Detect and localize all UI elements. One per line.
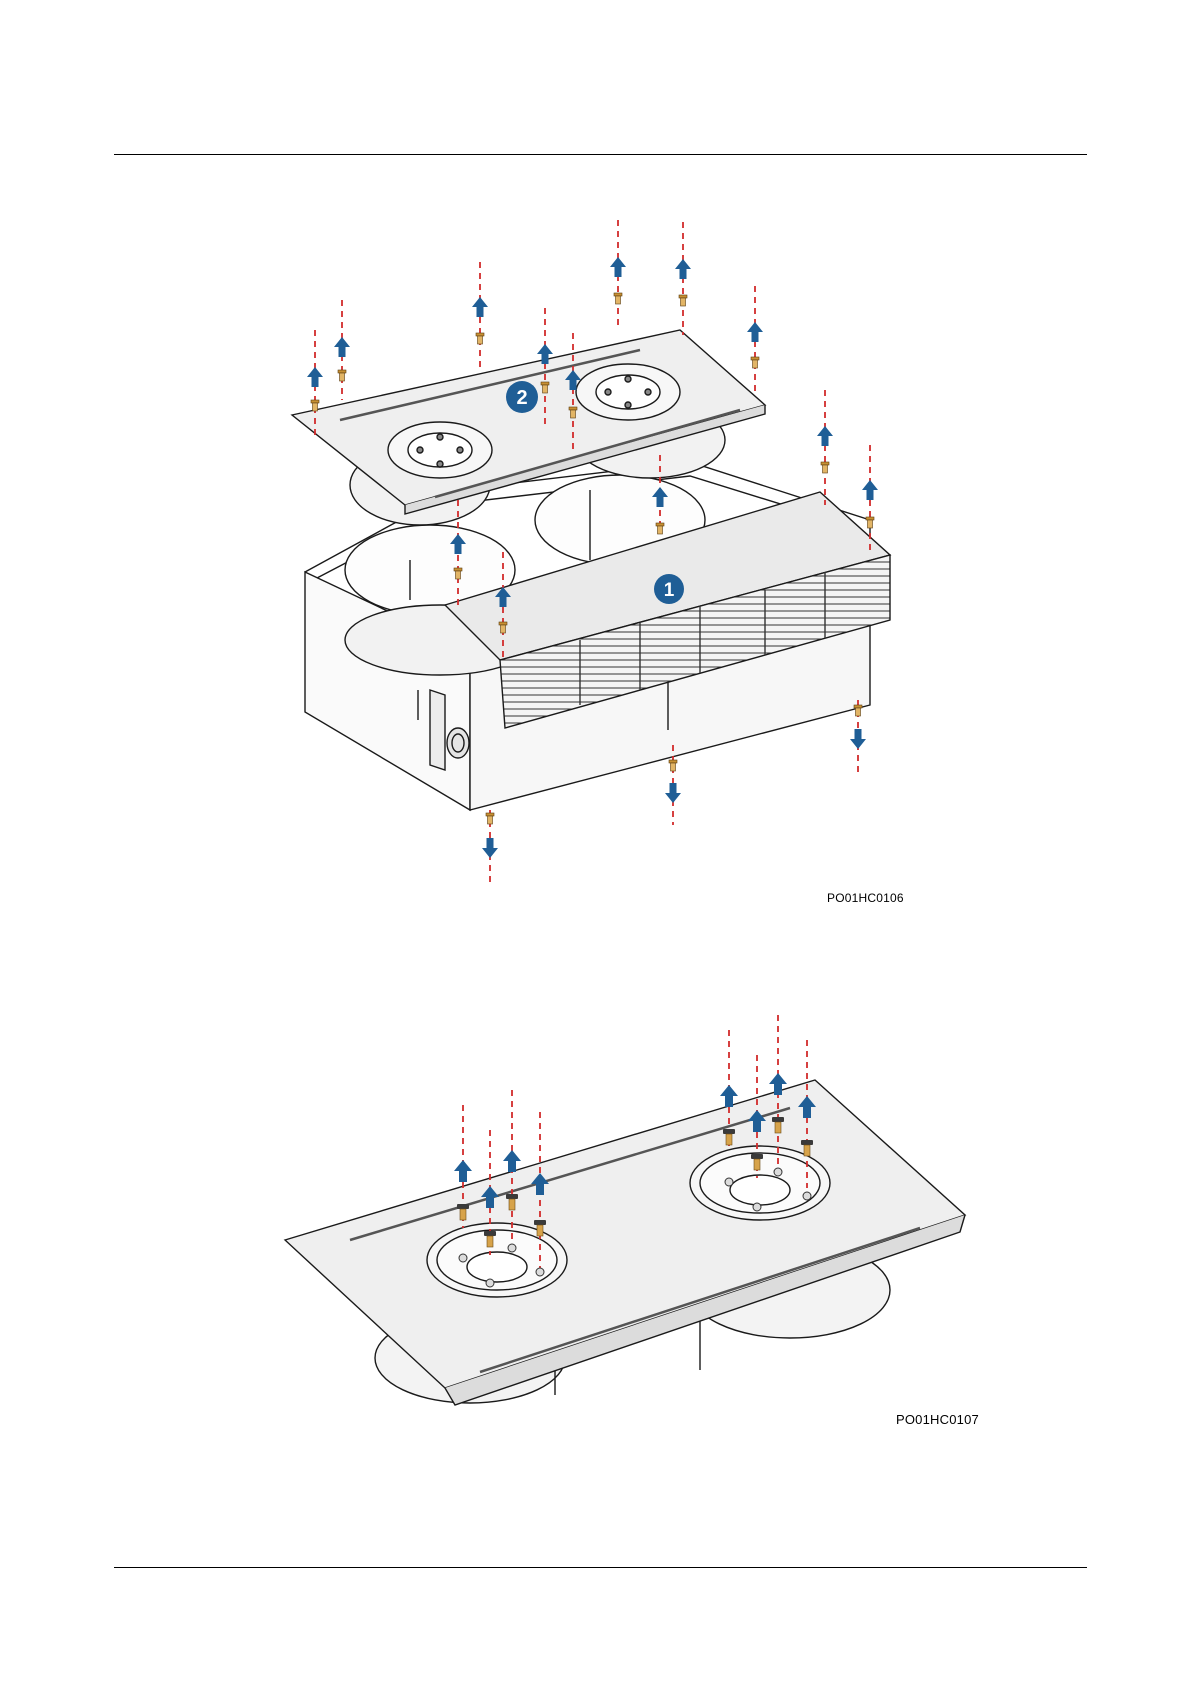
arrow-up-icon <box>503 1150 521 1172</box>
figure-2-caption: PO01HC0107 <box>896 1412 979 1427</box>
arrow-up-icon <box>454 1160 472 1182</box>
